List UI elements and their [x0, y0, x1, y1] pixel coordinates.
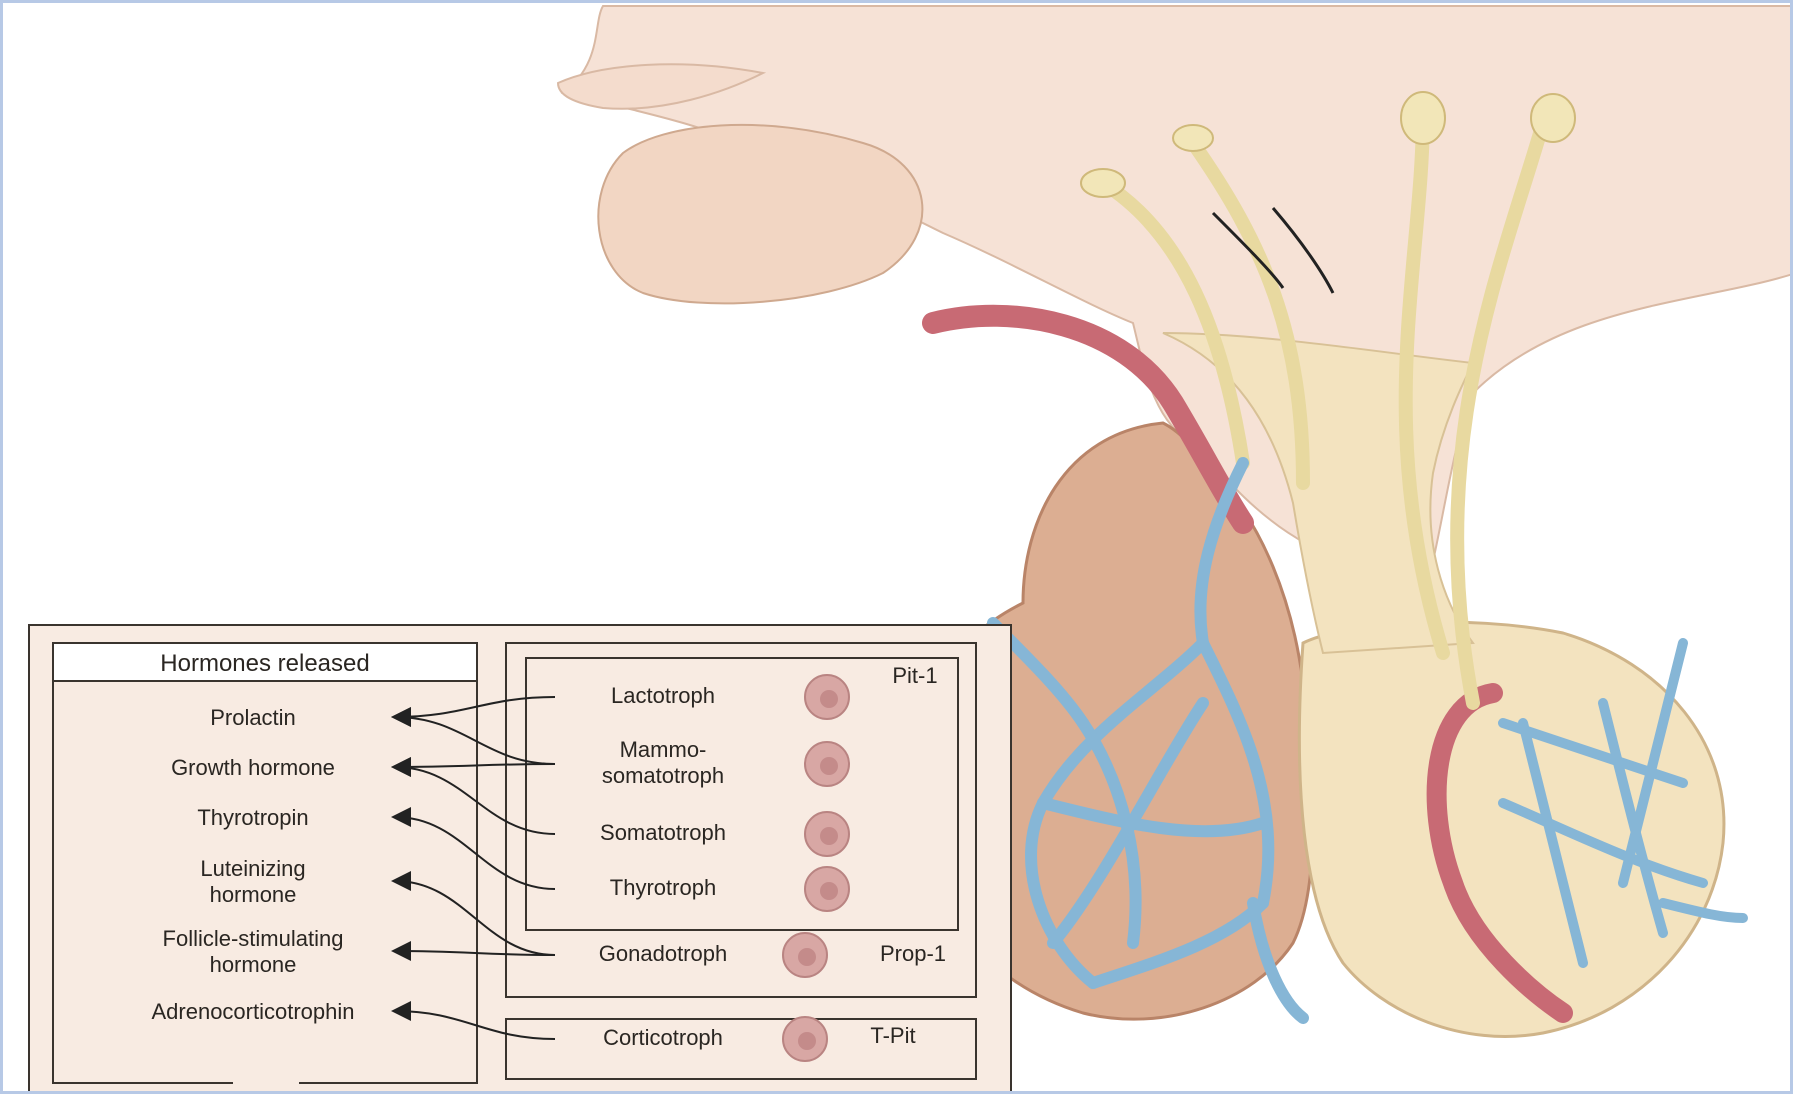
- cell-nucleus-5: [798, 1032, 816, 1050]
- factor-tpit: T-Pit: [870, 1023, 915, 1048]
- cell-label-3: Thyrotroph: [610, 875, 716, 900]
- hormone-label-0: Prolactin: [210, 705, 296, 730]
- cell-nucleus-3: [820, 882, 838, 900]
- cell-nucleus-1: [820, 757, 838, 775]
- cell-label-4: Gonadotroph: [599, 941, 727, 966]
- hormones-title: Hormones released: [160, 650, 369, 677]
- cell-label-5: Corticotroph: [603, 1025, 723, 1050]
- hormones-box-gap: [233, 1081, 299, 1094]
- hormone-label-1: Growth hormone: [171, 755, 335, 780]
- factor-pit1: Pit-1: [892, 663, 937, 688]
- pit1-box: [526, 658, 958, 930]
- cell-nucleus-0: [820, 690, 838, 708]
- hormone-label-2: Thyrotropin: [197, 805, 308, 830]
- hormone-label-5: Adrenocorticotrophin: [151, 999, 354, 1024]
- factor-prop1: Prop-1: [880, 941, 946, 966]
- cell-nucleus-2: [820, 827, 838, 845]
- optic-chiasm: [598, 125, 922, 304]
- cell-label-1: Mammo-somatotroph: [602, 737, 724, 788]
- cell-label-2: Somatotroph: [600, 820, 726, 845]
- cell-label-0: Lactotroph: [611, 683, 715, 708]
- cell-nucleus-4: [798, 948, 816, 966]
